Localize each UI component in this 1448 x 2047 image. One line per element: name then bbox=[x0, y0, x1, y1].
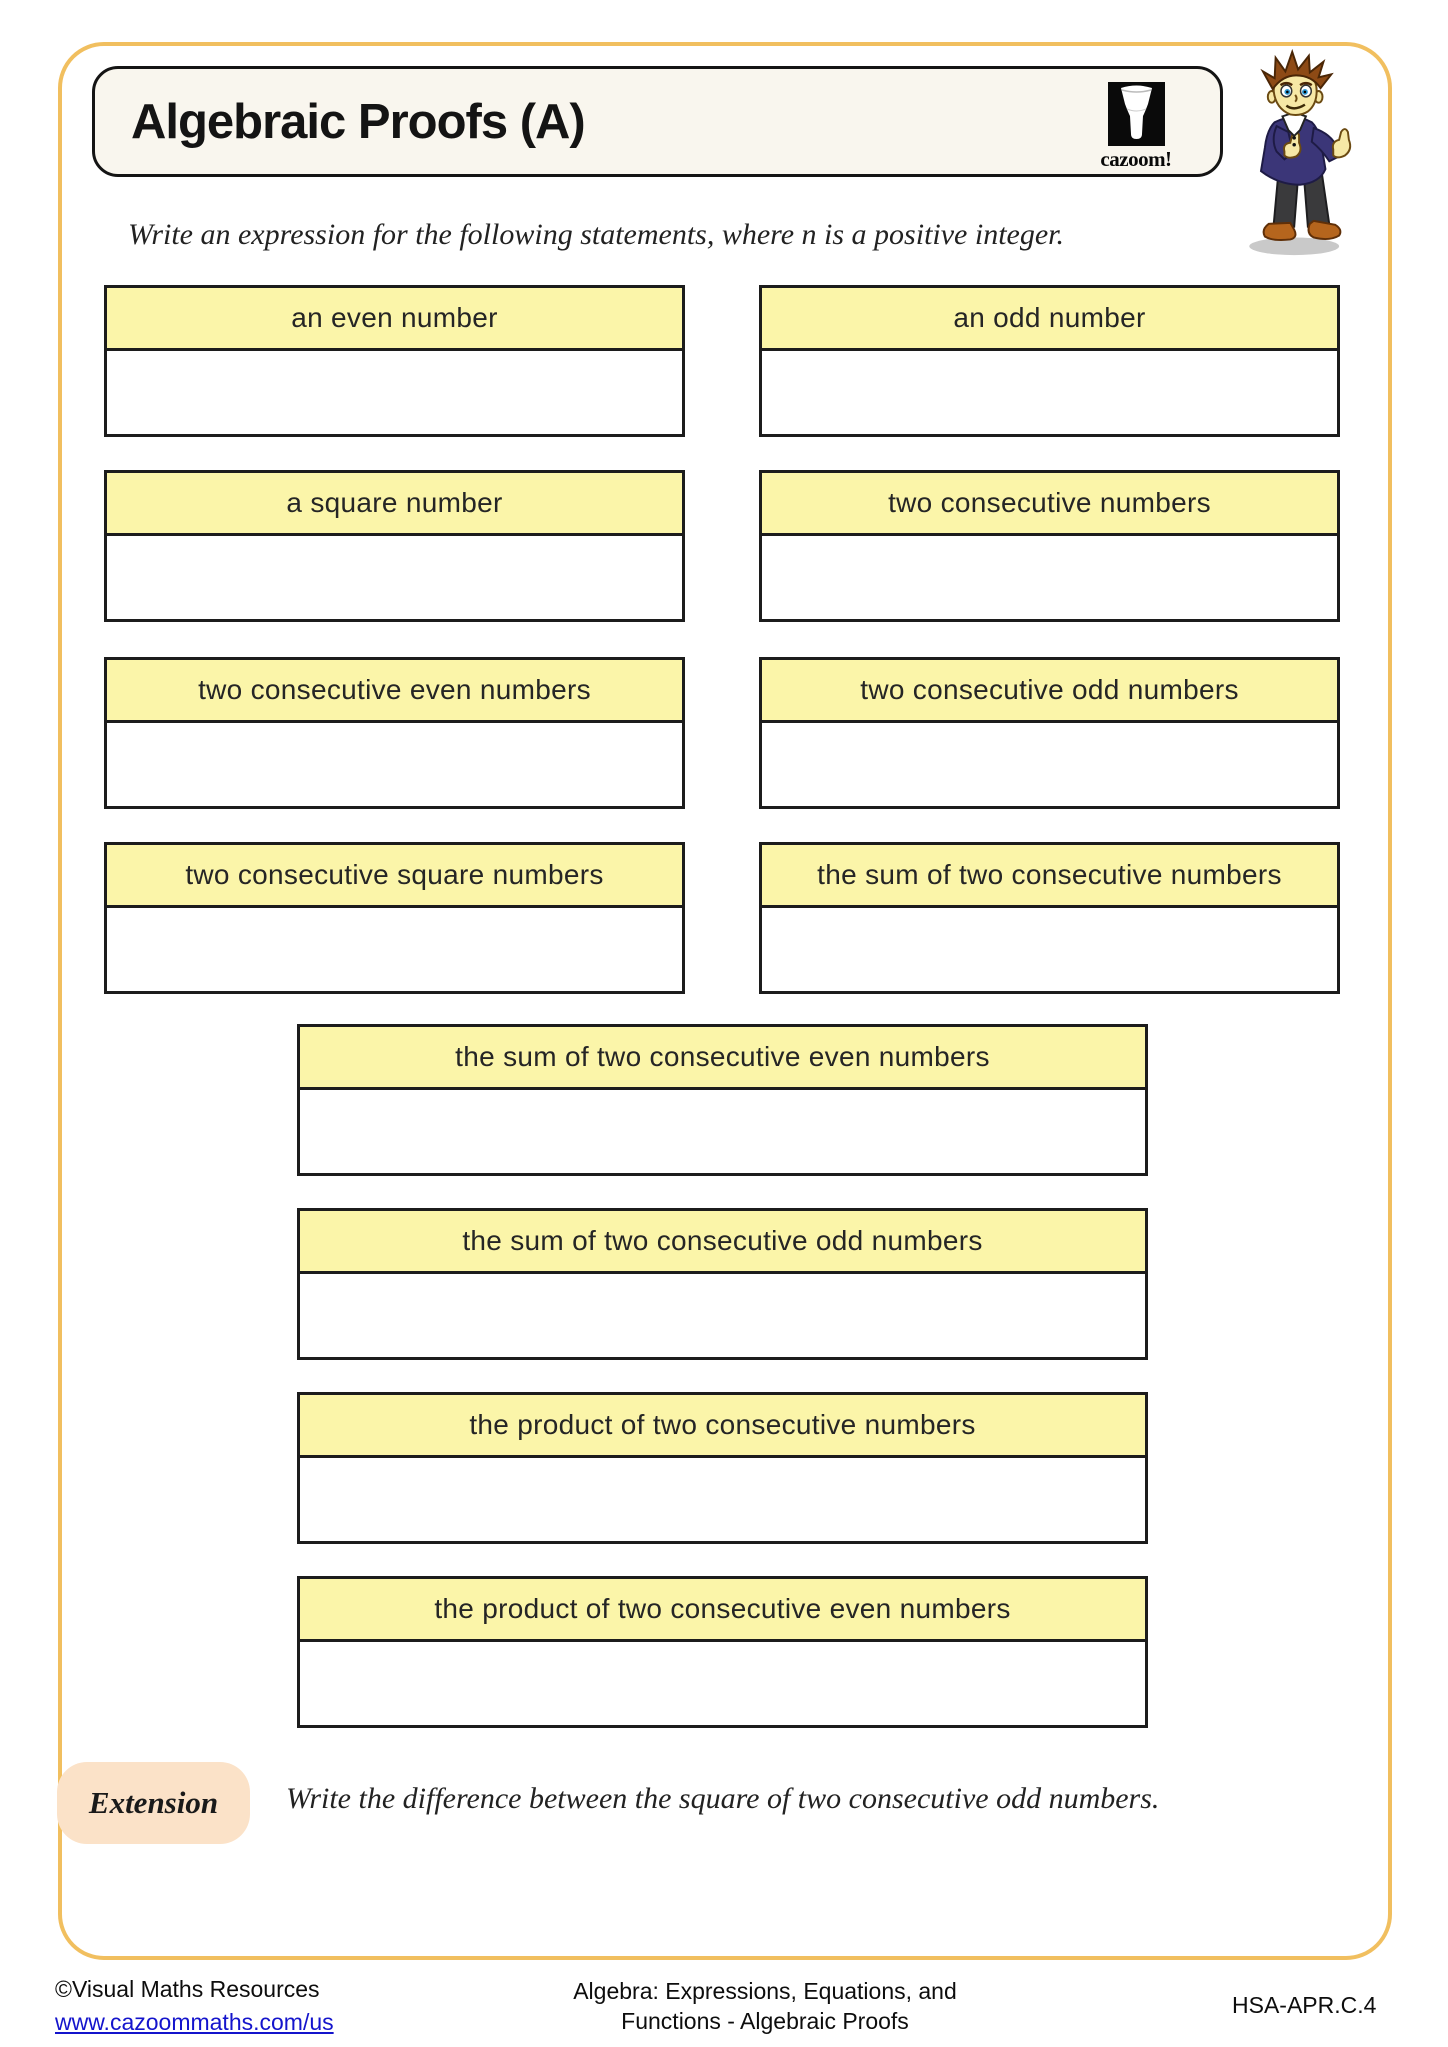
question-box-two-consecutive-odd: two consecutive odd numbers bbox=[759, 657, 1340, 809]
question-label: the sum of two consecutive odd numbers bbox=[300, 1211, 1145, 1274]
question-label: the sum of two consecutive even numbers bbox=[300, 1027, 1145, 1090]
question-box-two-consecutive-even: two consecutive even numbers bbox=[104, 657, 685, 809]
answer-area[interactable] bbox=[762, 351, 1337, 434]
cazoom-drum-icon bbox=[1107, 82, 1165, 146]
answer-area[interactable] bbox=[300, 1458, 1145, 1541]
question-label: an odd number bbox=[762, 288, 1337, 351]
answer-area[interactable] bbox=[762, 908, 1337, 991]
answer-area[interactable] bbox=[762, 723, 1337, 806]
answer-area[interactable] bbox=[107, 351, 682, 434]
answer-area[interactable] bbox=[107, 536, 682, 619]
question-label: two consecutive square numbers bbox=[107, 845, 682, 908]
question-box-even-number: an even number bbox=[104, 285, 685, 437]
question-box-two-consecutive-square: two consecutive square numbers bbox=[104, 842, 685, 994]
question-box-odd-number: an odd number bbox=[759, 285, 1340, 437]
footer-copyright-block: ©Visual Maths Resources www.cazoommaths.… bbox=[55, 1976, 334, 2036]
question-box-two-consecutive-numbers: two consecutive numbers bbox=[759, 470, 1340, 622]
question-box-square-number: a square number bbox=[104, 470, 685, 622]
cazoom-logo: cazoom! bbox=[1080, 82, 1192, 172]
instruction-text: Write an expression for the following st… bbox=[128, 218, 1065, 251]
standard-code: HSA-APR.C.4 bbox=[1232, 1992, 1377, 2018]
question-label: an even number bbox=[107, 288, 682, 351]
topic-line-1: Algebra: Expressions, Equations, and bbox=[573, 1978, 957, 2004]
answer-area[interactable] bbox=[300, 1642, 1145, 1725]
question-box-sum-two-consecutive: the sum of two consecutive numbers bbox=[759, 842, 1340, 994]
page-title: Algebraic Proofs (A) bbox=[131, 94, 586, 149]
worksheet-title-box: Algebraic Proofs (A) cazoom! bbox=[92, 66, 1223, 177]
extension-badge: Extension bbox=[57, 1762, 250, 1844]
extension-question: Write the difference between the square … bbox=[286, 1782, 1160, 1815]
extension-label: Extension bbox=[88, 1785, 219, 1820]
question-box-product-consecutive-even: the product of two consecutive even numb… bbox=[297, 1576, 1148, 1728]
question-box-sum-consecutive-odd: the sum of two consecutive odd numbers bbox=[297, 1208, 1148, 1360]
topic-line-2: Functions - Algebraic Proofs bbox=[621, 2008, 909, 2034]
question-label: two consecutive odd numbers bbox=[762, 660, 1337, 723]
answer-area[interactable] bbox=[107, 723, 682, 806]
question-label: the product of two consecutive numbers bbox=[300, 1395, 1145, 1458]
question-label: two consecutive even numbers bbox=[107, 660, 682, 723]
question-label: the sum of two consecutive numbers bbox=[762, 845, 1337, 908]
footer-topic-block: Algebra: Expressions, Equations, and Fun… bbox=[540, 1976, 990, 2036]
website-link[interactable]: www.cazoommaths.com/us bbox=[55, 2009, 334, 2035]
question-box-product-consecutive: the product of two consecutive numbers bbox=[297, 1392, 1148, 1544]
question-label: a square number bbox=[107, 473, 682, 536]
answer-area[interactable] bbox=[300, 1090, 1145, 1173]
answer-area[interactable] bbox=[107, 908, 682, 991]
mascot-boy-illustration bbox=[1249, 48, 1352, 256]
question-box-sum-consecutive-even: the sum of two consecutive even numbers bbox=[297, 1024, 1148, 1176]
question-label: two consecutive numbers bbox=[762, 473, 1337, 536]
question-label: the product of two consecutive even numb… bbox=[300, 1579, 1145, 1642]
answer-area[interactable] bbox=[762, 536, 1337, 619]
cazoom-logo-text: cazoom! bbox=[1100, 147, 1172, 171]
copyright-text: ©Visual Maths Resources bbox=[55, 1976, 320, 2002]
answer-area[interactable] bbox=[300, 1274, 1145, 1357]
